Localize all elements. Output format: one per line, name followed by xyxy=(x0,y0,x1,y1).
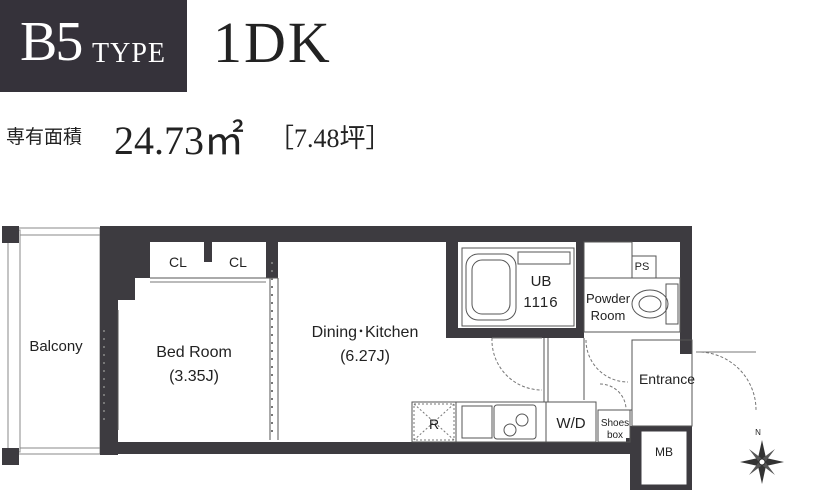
compass-north-label: N xyxy=(755,428,761,437)
closet-1-label: CL xyxy=(169,254,187,270)
entrance-label: Entrance xyxy=(639,371,695,387)
balcony-post-top xyxy=(2,226,19,243)
bedroom-label: Bed Room xyxy=(156,344,232,361)
unit-bath-size: 1116 xyxy=(523,294,558,311)
balcony-label: Balcony xyxy=(29,338,83,355)
type-code: B5 xyxy=(20,11,83,73)
washer-label: W/D xyxy=(556,415,585,432)
pipe-space-label: PS xyxy=(635,261,650,273)
sliding-doors xyxy=(103,262,273,436)
doors xyxy=(491,337,757,411)
area-tsubo: ［7.48坪］ xyxy=(268,124,392,153)
type-badge: B5 TYPE xyxy=(0,0,187,92)
dining-kitchen-label: Dining･Kitchen xyxy=(312,324,419,341)
powder-room-label-1: Powder xyxy=(586,291,631,306)
meter-box-label: MB xyxy=(655,445,673,459)
closet-2-label: CL xyxy=(229,254,247,270)
interior-lines xyxy=(117,241,693,488)
refrigerator-space xyxy=(413,403,455,441)
dining-kitchen-size: (6.27J) xyxy=(340,348,390,365)
bathtub-icon xyxy=(461,247,575,327)
area-value: 24.73㎡ xyxy=(114,118,244,163)
powder-room-label-2: Room xyxy=(591,308,626,323)
unit-bath-label: UB xyxy=(531,273,552,290)
compass-icon xyxy=(740,440,784,484)
bedroom-size: (3.35J) xyxy=(169,368,219,385)
area-label: 専有面積 xyxy=(6,126,83,148)
shoes-box-label-1: Shoes xyxy=(601,418,629,429)
type-label: TYPE xyxy=(92,38,166,69)
balcony-post-bottom xyxy=(2,448,19,465)
refrigerator-label: R xyxy=(429,416,439,432)
shoes-box-label-2: box xyxy=(607,430,623,441)
toilet-icon xyxy=(631,283,679,325)
layout-name: 1DK xyxy=(213,10,332,75)
